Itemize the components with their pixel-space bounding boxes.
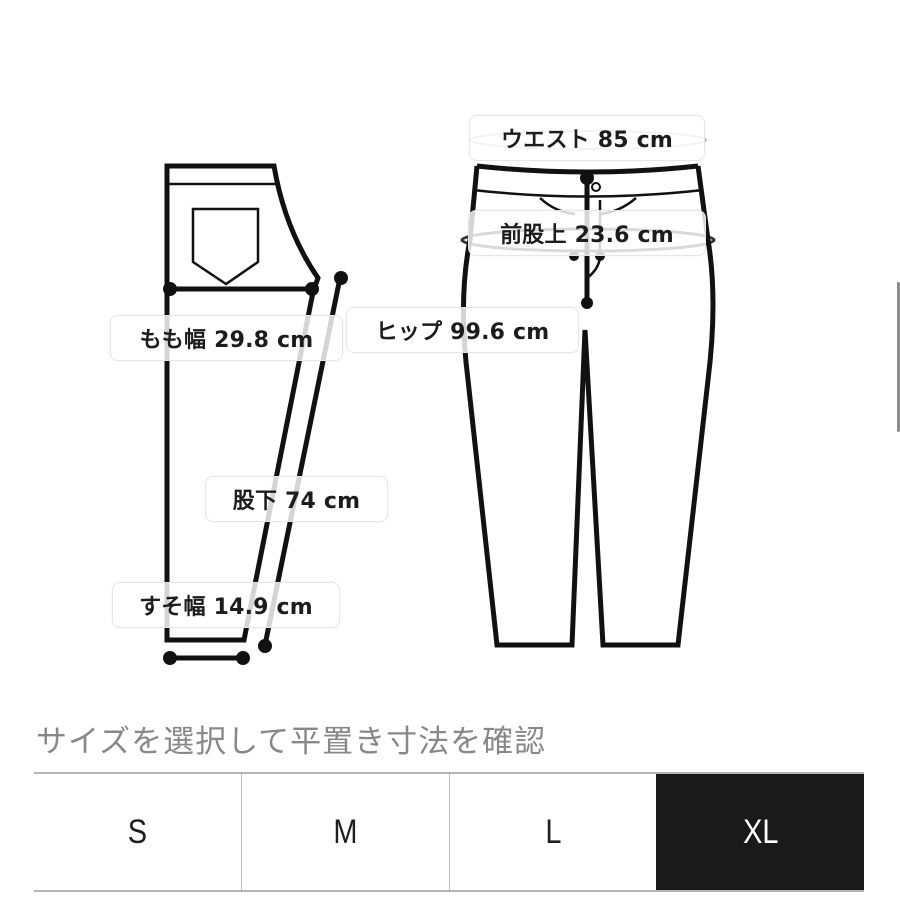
size-selector-heading: サイズを選択して平置き寸法を確認	[36, 724, 547, 760]
thigh-width-label: もも幅 29.8 cm	[110, 315, 343, 361]
hip-label: ヒップ 99.6 cm	[346, 307, 579, 353]
inseam-label: 股下 74 cm	[205, 476, 388, 522]
size-selector: S M L XL	[34, 772, 864, 892]
size-diagram: ウエスト 85 cm 前股上 23.6 cm もも幅 29.8 cm ヒップ 9…	[110, 115, 716, 665]
size-option-m[interactable]: M	[240, 774, 449, 890]
scrollbar[interactable]	[897, 282, 900, 432]
size-option-xl[interactable]: XL	[656, 774, 864, 890]
size-label: L	[465, 774, 641, 890]
size-option-l[interactable]: L	[448, 774, 657, 890]
size-label: XL	[672, 774, 849, 890]
size-option-s[interactable]: S	[34, 774, 241, 890]
waist-label: ウエスト 85 cm	[469, 115, 705, 161]
front-rise-label: 前股上 23.6 cm	[468, 210, 706, 256]
hem-width-label: すそ幅 14.9 cm	[112, 582, 340, 628]
size-label: S	[49, 774, 226, 890]
size-label: M	[257, 774, 433, 890]
